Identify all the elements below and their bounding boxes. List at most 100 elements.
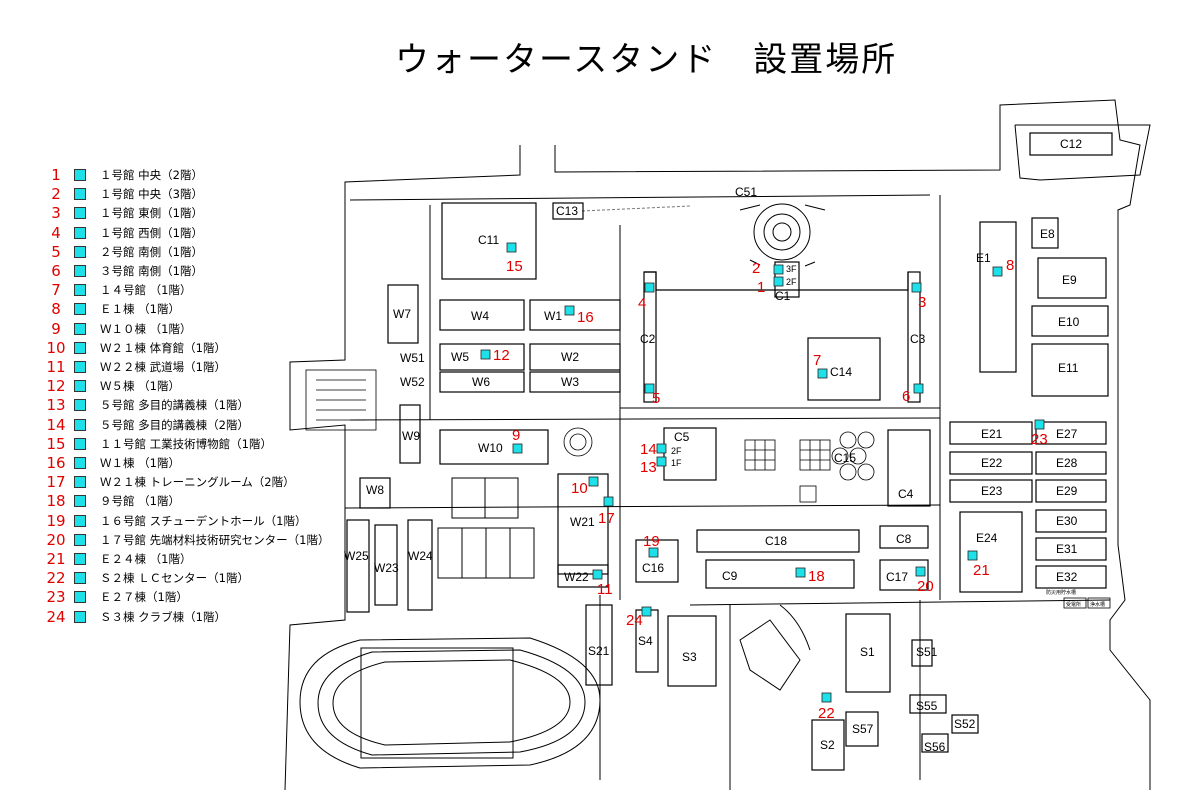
legend-number: 17 (46, 473, 66, 492)
label-e27: E27 (1056, 427, 1078, 441)
legend-number: 15 (46, 434, 66, 453)
water-stand-marker-icon (74, 514, 86, 527)
water-stand-marker-icon (512, 443, 523, 454)
legend-number: 6 (51, 262, 61, 280)
marker-number: 12 (493, 347, 510, 364)
legend-number: 4 (51, 223, 61, 242)
water-stand-marker-icon (641, 606, 652, 617)
legend-label: １号館 中央（3階） (100, 187, 203, 202)
marker-number: 18 (808, 568, 825, 585)
label-e8: E8 (1040, 227, 1055, 241)
label-e28: E28 (1056, 456, 1078, 470)
legend-number: 9 (51, 319, 61, 338)
legend-number: 14 (46, 415, 66, 434)
legend-label: Ｓ３棟 クラブ棟（1階） (100, 609, 226, 624)
marker-number: 11 (597, 581, 613, 598)
marker-number: 10 (571, 480, 588, 497)
legend-number: 18 (46, 492, 66, 511)
legend-number: 1 (51, 166, 61, 184)
legend-label: Ｗ１棟 （1階） (100, 456, 180, 470)
floor-label-3f: 3F (786, 264, 797, 274)
legend-number: 22 (46, 569, 66, 588)
label-c16: C16 (642, 561, 664, 575)
water-stand-marker-icon (74, 553, 86, 565)
label-w9: W9 (402, 429, 420, 443)
label-w5: W5 (451, 350, 469, 364)
legend-number: 8 (51, 300, 61, 319)
label-w51: W51 (400, 351, 425, 365)
legend-label: １号館 中央（2階） (100, 168, 203, 182)
marker-number: 16 (577, 309, 594, 326)
legend-number: 2 (51, 185, 61, 204)
label-w25: W25 (344, 549, 369, 563)
label-w23: W23 (374, 561, 399, 575)
label-w4: W4 (471, 309, 489, 323)
marker-number: 2 (752, 260, 760, 277)
water-stand-marker-icon (74, 418, 86, 431)
water-stand-marker-icon (773, 264, 784, 275)
legend-label: １１号館 工業技術博物館（1階） (100, 436, 272, 451)
label-w10: W10 (478, 441, 503, 455)
label-s3: S3 (682, 650, 697, 664)
marker-number: 21 (973, 562, 990, 579)
label-w22: W22 (564, 570, 589, 584)
building-outlines (346, 132, 1113, 771)
water-stand-marker-icon (911, 282, 922, 293)
legend-label: ５号館 多目的講義棟（2階） (100, 417, 249, 432)
water-stand-marker-icon (592, 569, 603, 580)
water-stand-marker-icon (74, 399, 86, 412)
marker-number: 19 (643, 533, 660, 550)
label-e31: E31 (1056, 542, 1078, 556)
floor-label-2f: 2F (786, 277, 797, 287)
water-stand-marker-icon (74, 341, 86, 354)
marker-number: 1 (757, 279, 765, 296)
label-c18: C18 (765, 534, 787, 548)
legend-number: 7 (51, 281, 61, 300)
map-title: ウォータースタンド 設置場所 (395, 40, 898, 80)
floor-label-2f: 2F (671, 446, 682, 456)
water-stand-marker-icon (74, 284, 86, 297)
water-stand-marker-icon (480, 349, 491, 360)
water-stand-marker-icon (817, 368, 828, 379)
water-stand-marker-icon (74, 207, 86, 220)
water-stand-marker-icon (74, 380, 86, 393)
label-e23: E23 (981, 484, 1003, 498)
legend-number: 19 (46, 511, 66, 530)
marker-number: 22 (818, 705, 835, 722)
label-s57: S57 (852, 722, 874, 736)
label-w21: W21 (570, 515, 595, 529)
label-e24: E24 (976, 531, 998, 545)
label-s4: S4 (638, 634, 653, 648)
legend-number: 5 (51, 242, 61, 261)
label-s21: S21 (588, 644, 610, 658)
legend-label: Ｓ２棟 ＬＣセンター（1階） (100, 571, 249, 586)
label-c13: C13 (556, 204, 578, 218)
legend-number: 23 (46, 588, 66, 607)
water-stand-marker-icon (74, 591, 86, 604)
legend-label: Ｅ２４棟 （1階） (100, 552, 192, 566)
marker-number: 6 (902, 388, 910, 405)
label-e32: E32 (1056, 570, 1078, 584)
label-c17: C17 (886, 570, 908, 584)
legend-label: １４号館 （1階） (100, 283, 192, 298)
marker-number: 4 (638, 295, 646, 312)
label-w6: W6 (472, 375, 490, 389)
label-s56: S56 (924, 740, 946, 754)
label-c2: C2 (640, 332, 656, 346)
water-stand-marker-icon (795, 567, 806, 578)
map-details (305, 369, 1111, 609)
map-lines (284, 99, 1151, 791)
label-c14: C14 (830, 365, 852, 379)
legend-label: Ｗ２１棟 トレーニングルーム（2階） (100, 475, 295, 490)
label-w24: W24 (408, 549, 433, 563)
legend-number: 16 (46, 454, 66, 472)
legend-number: 21 (46, 550, 66, 568)
label-w8: W8 (366, 483, 384, 497)
marker-number: 5 (652, 390, 660, 407)
water-stand-marker-icon (74, 610, 86, 623)
water-stand-marker-icon (603, 496, 614, 507)
water-stand-marker-icon (74, 226, 86, 239)
legend-label: ２号館 南側（1階） (100, 244, 203, 259)
building-labels: C12 C51 C13 C11 C1 E1 E8 E9 E10 E11 W7 W… (344, 137, 1082, 754)
